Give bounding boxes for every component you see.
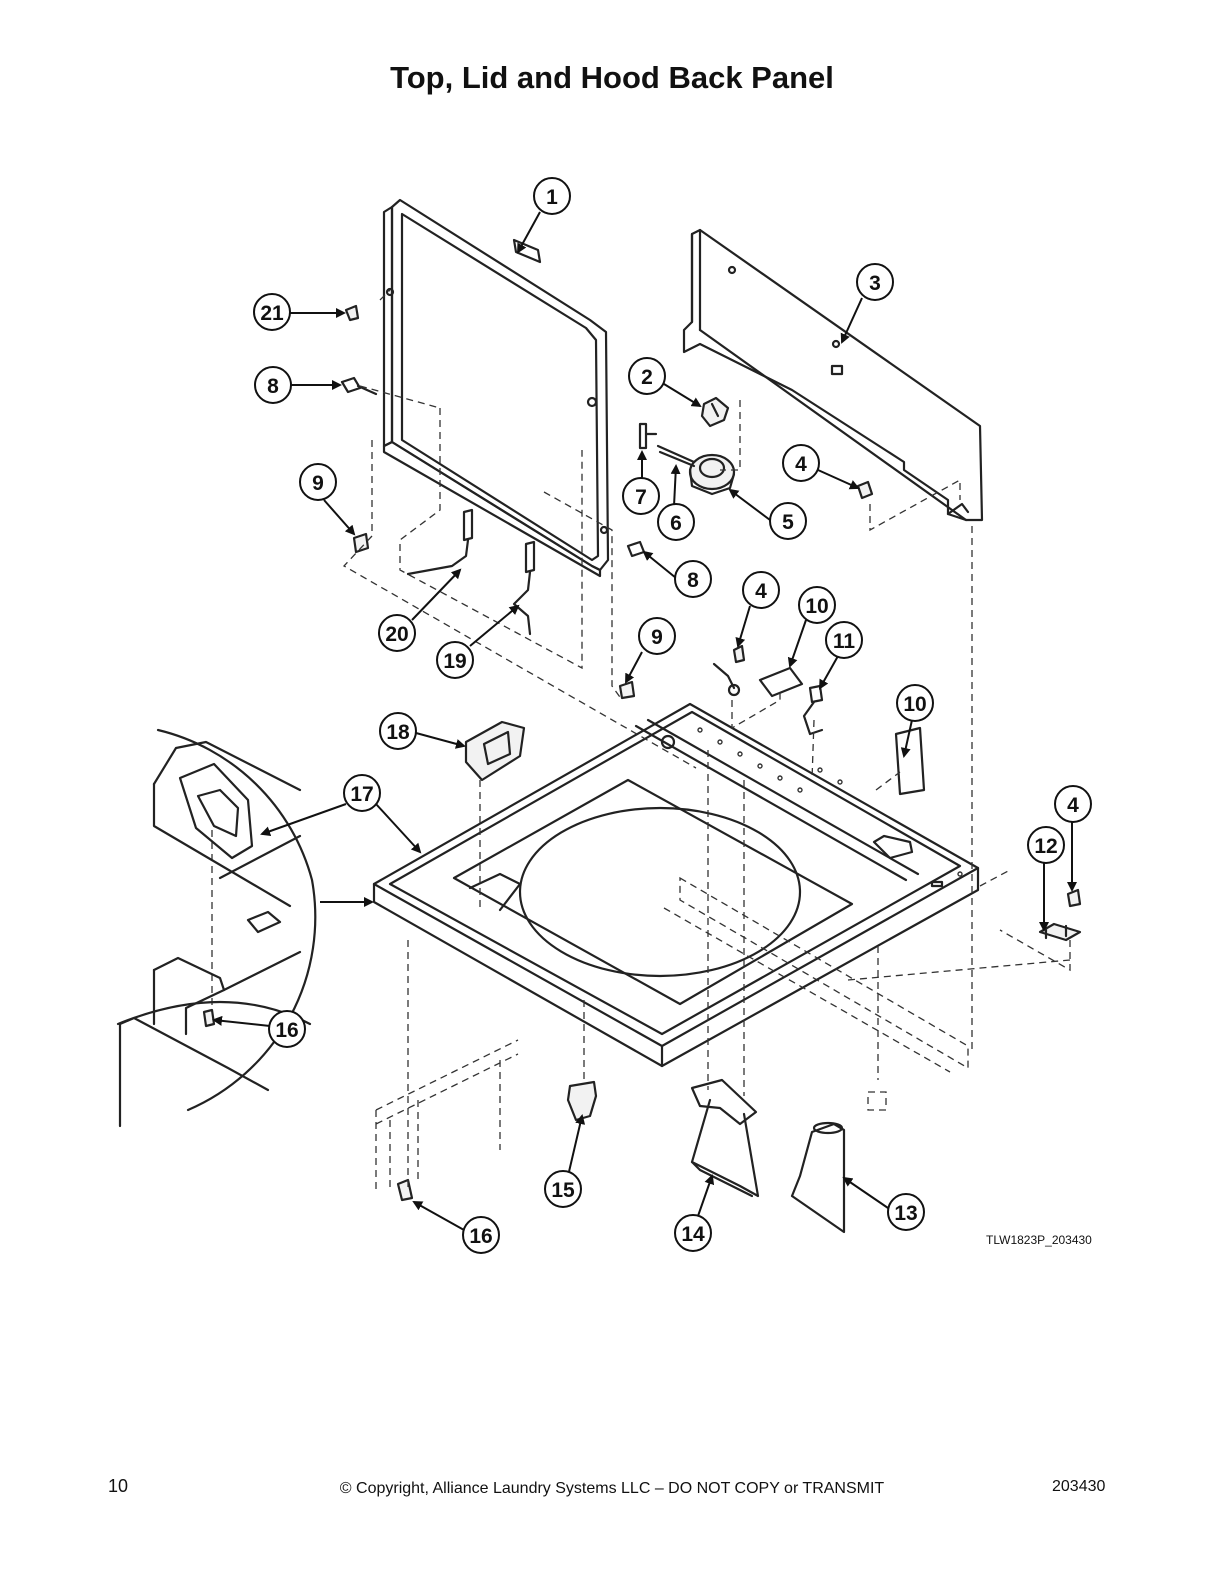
screw-parts <box>202 304 1082 1202</box>
svg-text:19: 19 <box>443 650 466 673</box>
switch-part <box>700 396 730 428</box>
callout-18: 18 <box>379 712 417 750</box>
svg-text:1: 1 <box>546 186 558 209</box>
front-bracket-part <box>690 1078 760 1198</box>
svg-text:3: 3 <box>869 272 881 295</box>
svg-text:15: 15 <box>551 1179 575 1202</box>
svg-text:13: 13 <box>894 1202 917 1225</box>
callout-4: 4 <box>1054 785 1092 823</box>
svg-text:4: 4 <box>1067 794 1079 817</box>
callout-4: 4 <box>742 571 780 609</box>
callout-14: 14 <box>674 1214 712 1252</box>
copyright-notice: © Copyright, Alliance Laundry Systems LL… <box>339 1480 885 1497</box>
callout-19: 19 <box>436 641 474 679</box>
callout-arrows <box>212 211 1077 1231</box>
svg-text:16: 16 <box>469 1225 492 1248</box>
svg-text:11: 11 <box>833 630 856 653</box>
pressure-switch-part <box>688 453 736 496</box>
svg-text:10: 10 <box>805 595 828 618</box>
page-number: 10 <box>108 1476 129 1496</box>
callout-1: 1 <box>533 177 571 215</box>
diagram-code: TLW1823P_203430 <box>986 1233 1092 1247</box>
callout-15: 15 <box>544 1170 582 1208</box>
callout-9: 9 <box>299 463 337 501</box>
callout-11: 11 <box>825 621 863 659</box>
fitting-part <box>638 422 658 450</box>
callout-20: 20 <box>378 614 416 652</box>
callout-16: 16 <box>462 1216 500 1254</box>
callout-3: 3 <box>856 263 894 301</box>
cabinet-frame-hidden <box>211 289 1071 1190</box>
clip-parts <box>352 532 636 700</box>
svg-text:12: 12 <box>1034 835 1057 858</box>
detail-view <box>116 728 317 1128</box>
svg-text:21: 21 <box>260 302 284 325</box>
hinge-parts <box>406 508 536 636</box>
callout-7: 7 <box>622 477 660 515</box>
bracket-clip-part <box>1038 922 1082 942</box>
callout-10: 10 <box>798 586 836 624</box>
foot-part <box>867 1091 887 1111</box>
svg-text:6: 6 <box>670 512 682 535</box>
dispenser-cap-part <box>464 720 526 782</box>
svg-text:8: 8 <box>267 375 279 398</box>
leg-part <box>790 1121 846 1234</box>
svg-text:2: 2 <box>641 366 653 389</box>
callout-12: 12 <box>1027 826 1065 864</box>
svg-text:16: 16 <box>275 1019 298 1042</box>
label-and-wire-parts <box>712 662 926 796</box>
document-number: 203430 <box>1052 1478 1106 1495</box>
svg-text:4: 4 <box>755 580 767 603</box>
svg-text:4: 4 <box>795 453 807 476</box>
callout-9: 9 <box>638 617 676 655</box>
top-panel <box>372 702 980 1068</box>
svg-text:14: 14 <box>681 1223 705 1246</box>
hood-back-panel <box>682 228 984 522</box>
svg-text:8: 8 <box>687 569 699 592</box>
spring-clip-part <box>566 1080 598 1122</box>
lid-frame <box>382 198 610 578</box>
callout-21: 21 <box>253 293 291 331</box>
svg-text:20: 20 <box>385 623 408 646</box>
callout-17: 17 <box>343 774 381 812</box>
callout-10: 10 <box>896 684 934 722</box>
callout-8: 8 <box>674 560 712 598</box>
hose-part <box>656 444 696 468</box>
callout-8: 8 <box>254 366 292 404</box>
callout-5: 5 <box>769 502 807 540</box>
callout-2: 2 <box>628 357 666 395</box>
callout-4: 4 <box>782 444 820 482</box>
svg-text:7: 7 <box>635 486 647 509</box>
page-title: Top, Lid and Hood Back Panel <box>390 60 834 95</box>
svg-text:18: 18 <box>386 721 410 744</box>
callout-13: 13 <box>887 1193 925 1231</box>
callout-16: 16 <box>268 1010 306 1048</box>
svg-text:5: 5 <box>782 511 794 534</box>
svg-text:17: 17 <box>350 783 373 806</box>
svg-text:10: 10 <box>903 693 926 716</box>
callout-6: 6 <box>657 503 695 541</box>
svg-text:9: 9 <box>312 472 324 495</box>
svg-text:9: 9 <box>651 626 663 649</box>
